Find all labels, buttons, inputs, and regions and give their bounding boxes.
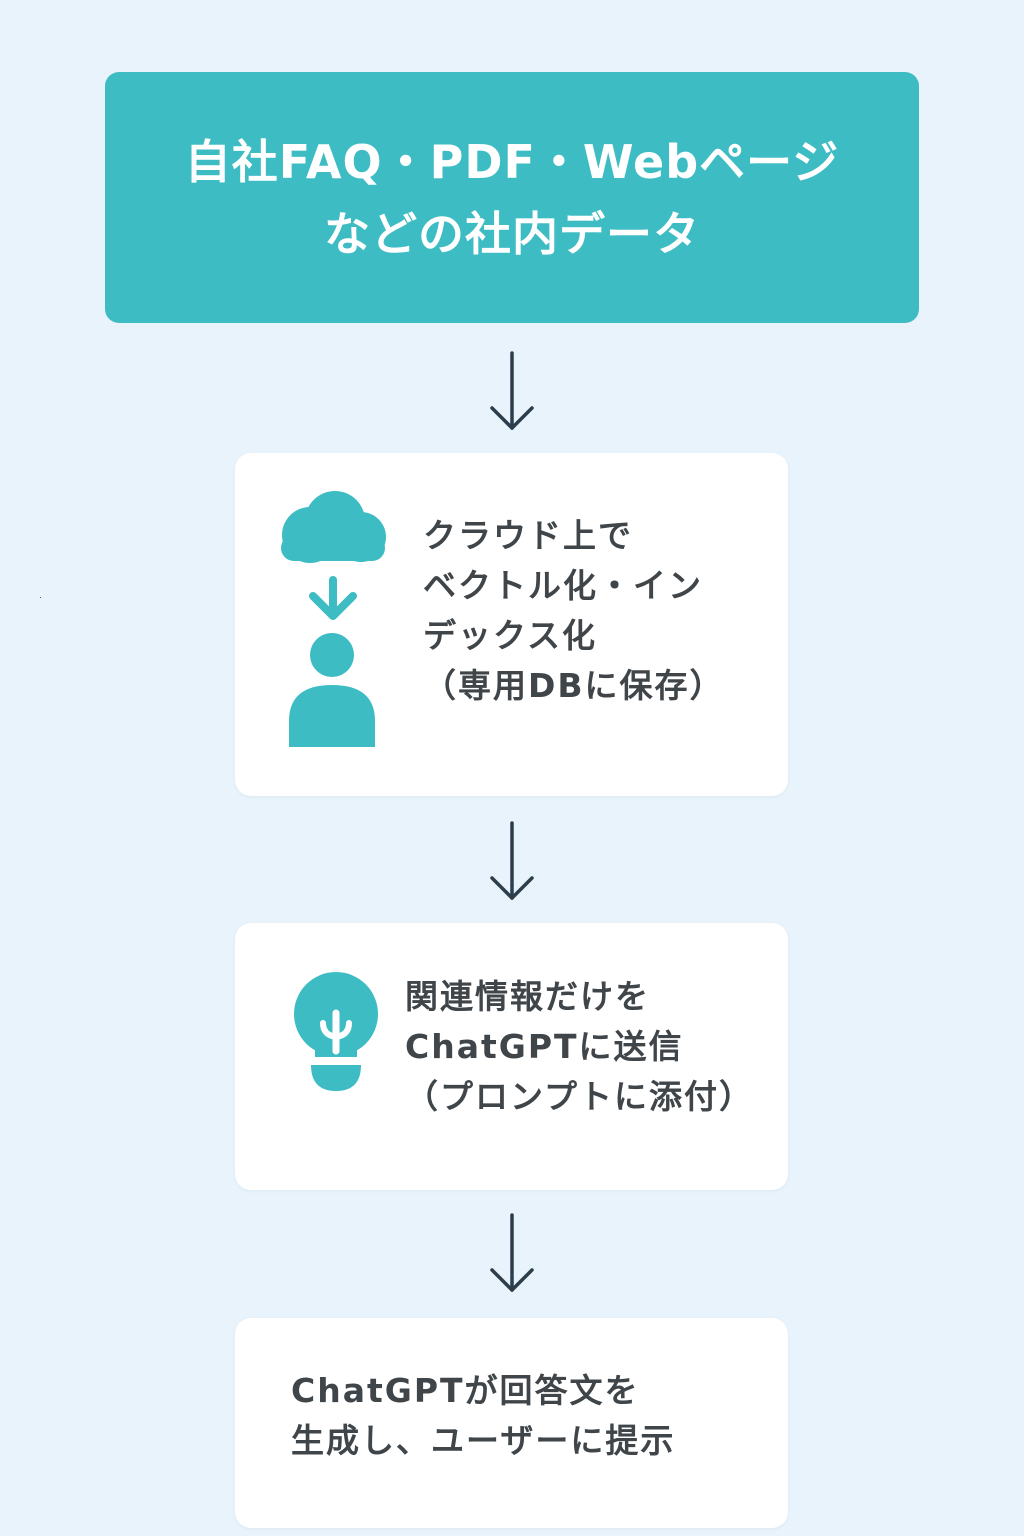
step-send-text: 関連情報だけを ChatGPTに送信 （プロンプトに添付） bbox=[405, 972, 754, 1122]
down-arrow-icon bbox=[490, 1213, 534, 1292]
step-vectorize-line-3: デックス化 bbox=[423, 616, 598, 655]
source-box-line-1: 自社FAQ・PDF・Webページ bbox=[184, 134, 840, 189]
step-send-line-3: （プロンプトに添付） bbox=[405, 1077, 755, 1116]
cloud-to-person-icon bbox=[281, 491, 386, 747]
step-answer-card: ChatGPTが回答文を 生成し、ユーザーに提示 bbox=[235, 1318, 788, 1528]
step-vectorize-line-1: クラウド上で bbox=[423, 516, 633, 555]
down-arrow-icon bbox=[490, 351, 534, 430]
step-vectorize-card: クラウド上で ベクトル化・イン デックス化 （専用DBに保存） bbox=[235, 453, 788, 796]
step-answer-text: ChatGPTが回答文を 生成し、ユーザーに提示 bbox=[291, 1366, 675, 1466]
step-answer-line-1: ChatGPTが回答文を bbox=[291, 1371, 640, 1410]
step-answer-line-2: 生成し、ユーザーに提示 bbox=[291, 1421, 676, 1460]
step-send-line-1: 関連情報だけを bbox=[405, 977, 650, 1016]
source-data-box: 自社FAQ・PDF・Webページ などの社内データ bbox=[105, 72, 919, 323]
step-send-card: 関連情報だけを ChatGPTに送信 （プロンプトに添付） bbox=[235, 923, 788, 1190]
step-vectorize-text: クラウド上で ベクトル化・イン デックス化 （専用DBに保存） bbox=[423, 511, 725, 711]
speck bbox=[40, 597, 41, 598]
source-box-line-2: などの社内データ bbox=[324, 206, 700, 261]
step-send-line-2: ChatGPTに送信 bbox=[405, 1027, 684, 1066]
down-arrow-icon bbox=[490, 821, 534, 900]
step-vectorize-line-4: （専用DBに保存） bbox=[423, 666, 725, 705]
step-vectorize-line-2: ベクトル化・イン bbox=[423, 566, 703, 605]
lightbulb-icon bbox=[291, 972, 381, 1091]
